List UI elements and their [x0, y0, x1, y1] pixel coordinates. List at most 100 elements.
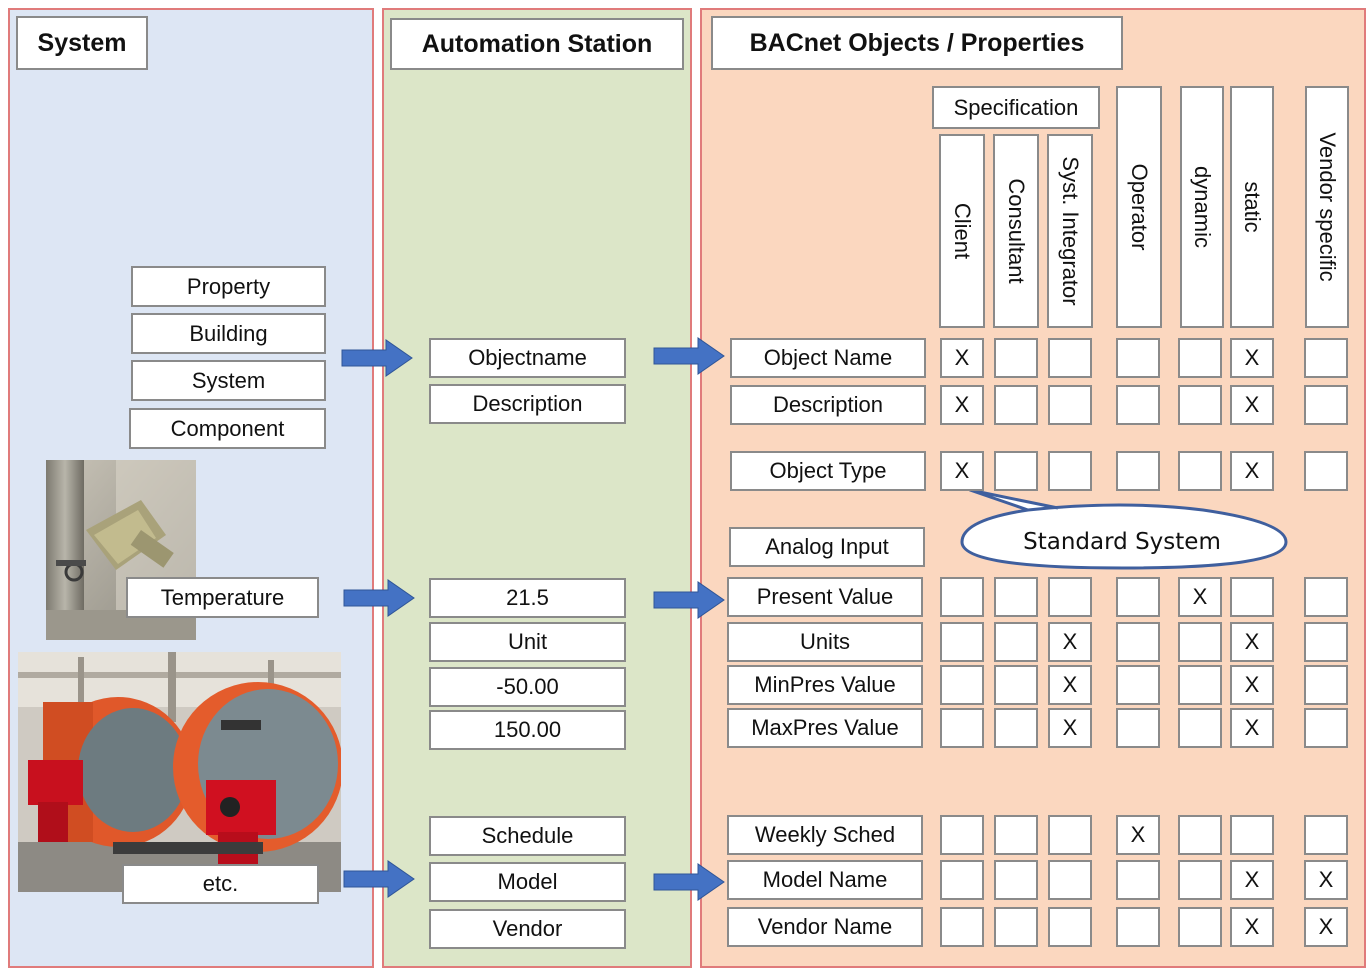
matrix-cell-object-type-client: X — [940, 451, 984, 491]
property-label-description: Description — [730, 385, 926, 425]
matrix-cell-weekly-sched-client — [940, 815, 984, 855]
matrix-cell-object-type-vendor-specific — [1304, 451, 1348, 491]
column-header-dynamic-label: dynamic — [1190, 166, 1215, 248]
column-header-dynamic: dynamic — [1180, 86, 1224, 328]
matrix-cell-object-type-operator — [1116, 451, 1160, 491]
matrix-cell-object-name-consultant — [994, 338, 1038, 378]
matrix-cell-object-type-consultant — [994, 451, 1038, 491]
matrix-cell-model-name-vendor-specific: X — [1304, 860, 1348, 900]
property-label-object-type: Object Type — [730, 451, 926, 491]
automation-item-max: 150.00 — [429, 710, 626, 750]
automation-item-min: -50.00 — [429, 667, 626, 707]
matrix-cell-present-value-static — [1230, 577, 1274, 617]
column-header-system-integrator-label: Syst. Integrator — [1058, 156, 1083, 306]
matrix-cell-description-client: X — [940, 385, 984, 425]
matrix-cell-description-dynamic — [1178, 385, 1222, 425]
matrix-cell-object-type-static: X — [1230, 451, 1274, 491]
matrix-cell-object-name-vendor-specific — [1304, 338, 1348, 378]
automation-station-title: Automation Station — [390, 18, 684, 70]
column-header-operator-label: Operator — [1127, 163, 1152, 251]
matrix-cell-vendor-name-syst-integrator — [1048, 907, 1092, 947]
matrix-cell-units-operator — [1116, 622, 1160, 662]
matrix-cell-object-name-dynamic — [1178, 338, 1222, 378]
arrow-automation-to-bacnet-1 — [653, 337, 725, 375]
matrix-cell-minpres-value-client — [940, 665, 984, 705]
matrix-cell-maxpres-value-vendor-specific — [1304, 708, 1348, 748]
matrix-cell-maxpres-value-dynamic — [1178, 708, 1222, 748]
matrix-cell-object-name-syst-integrator — [1048, 338, 1092, 378]
column-header-vendor-specific: Vendor specific — [1305, 86, 1349, 328]
matrix-cell-maxpres-value-client — [940, 708, 984, 748]
column-header-system-integrator: Syst. Integrator — [1047, 134, 1093, 328]
matrix-cell-maxpres-value-syst-integrator: X — [1048, 708, 1092, 748]
matrix-cell-model-name-operator — [1116, 860, 1160, 900]
matrix-cell-units-consultant — [994, 622, 1038, 662]
column-header-consultant: Consultant — [993, 134, 1039, 328]
column-header-static-label: static — [1240, 181, 1265, 233]
matrix-cell-minpres-value-vendor-specific — [1304, 665, 1348, 705]
matrix-cell-model-name-static: X — [1230, 860, 1274, 900]
matrix-cell-units-syst-integrator: X — [1048, 622, 1092, 662]
matrix-cell-present-value-syst-integrator — [1048, 577, 1092, 617]
automation-item-unit: Unit — [429, 622, 626, 662]
arrow-automation-to-bacnet-2 — [653, 581, 725, 619]
automation-item-description: Description — [429, 384, 626, 424]
bacnet-title: BACnet Objects / Properties — [711, 16, 1123, 70]
matrix-cell-maxpres-value-operator — [1116, 708, 1160, 748]
automation-item-model: Model — [429, 862, 626, 902]
system-item-component: Component — [129, 408, 326, 449]
standard-system-callout — [960, 488, 1288, 570]
property-label-object-name: Object Name — [730, 338, 926, 378]
column-header-client-label: Client — [950, 202, 975, 260]
matrix-cell-weekly-sched-dynamic — [1178, 815, 1222, 855]
matrix-cell-description-static: X — [1230, 385, 1274, 425]
matrix-cell-object-name-static: X — [1230, 338, 1274, 378]
column-header-vendor-specific-label: Vendor specific — [1315, 132, 1340, 282]
matrix-cell-description-vendor-specific — [1304, 385, 1348, 425]
matrix-cell-description-consultant — [994, 385, 1038, 425]
matrix-cell-units-dynamic — [1178, 622, 1222, 662]
matrix-cell-model-name-dynamic — [1178, 860, 1222, 900]
matrix-cell-weekly-sched-consultant — [994, 815, 1038, 855]
column-header-static: static — [1230, 86, 1274, 328]
matrix-cell-units-vendor-specific — [1304, 622, 1348, 662]
matrix-cell-vendor-name-static: X — [1230, 907, 1274, 947]
matrix-cell-object-type-syst-integrator — [1048, 451, 1092, 491]
property-label-present-value: Present Value — [727, 577, 923, 617]
matrix-cell-weekly-sched-syst-integrator — [1048, 815, 1092, 855]
boiler-photo — [18, 652, 341, 892]
analog-input-label: Analog Input — [729, 527, 925, 567]
column-header-consultant-label: Consultant — [1004, 178, 1029, 284]
matrix-cell-minpres-value-operator — [1116, 665, 1160, 705]
system-item-system: System — [131, 360, 326, 401]
matrix-cell-present-value-operator — [1116, 577, 1160, 617]
matrix-cell-model-name-syst-integrator — [1048, 860, 1092, 900]
matrix-cell-minpres-value-syst-integrator: X — [1048, 665, 1092, 705]
standard-system-callout-text: Standard System — [1023, 529, 1221, 555]
matrix-cell-vendor-name-consultant — [994, 907, 1038, 947]
specification-header: Specification — [932, 86, 1100, 129]
system-item-etc: etc. — [122, 864, 319, 904]
automation-station-panel — [382, 8, 692, 968]
system-item-temperature: Temperature — [126, 577, 319, 618]
matrix-cell-description-syst-integrator — [1048, 385, 1092, 425]
matrix-cell-weekly-sched-vendor-specific — [1304, 815, 1348, 855]
property-label-model-name: Model Name — [727, 860, 923, 900]
matrix-cell-vendor-name-vendor-specific: X — [1304, 907, 1348, 947]
matrix-cell-units-static: X — [1230, 622, 1274, 662]
matrix-cell-present-value-consultant — [994, 577, 1038, 617]
matrix-cell-units-client — [940, 622, 984, 662]
automation-item-value: 21.5 — [429, 578, 626, 618]
property-label-minpres-value: MinPres Value — [727, 665, 923, 705]
system-title: System — [16, 16, 148, 70]
matrix-cell-object-name-client: X — [940, 338, 984, 378]
matrix-cell-object-type-dynamic — [1178, 451, 1222, 491]
column-header-operator: Operator — [1116, 86, 1162, 328]
arrow-system-to-automation-3 — [343, 860, 415, 898]
matrix-cell-description-operator — [1116, 385, 1160, 425]
matrix-cell-present-value-vendor-specific — [1304, 577, 1348, 617]
matrix-cell-present-value-dynamic: X — [1178, 577, 1222, 617]
matrix-cell-minpres-value-dynamic — [1178, 665, 1222, 705]
matrix-cell-model-name-client — [940, 860, 984, 900]
property-label-vendor-name: Vendor Name — [727, 907, 923, 947]
